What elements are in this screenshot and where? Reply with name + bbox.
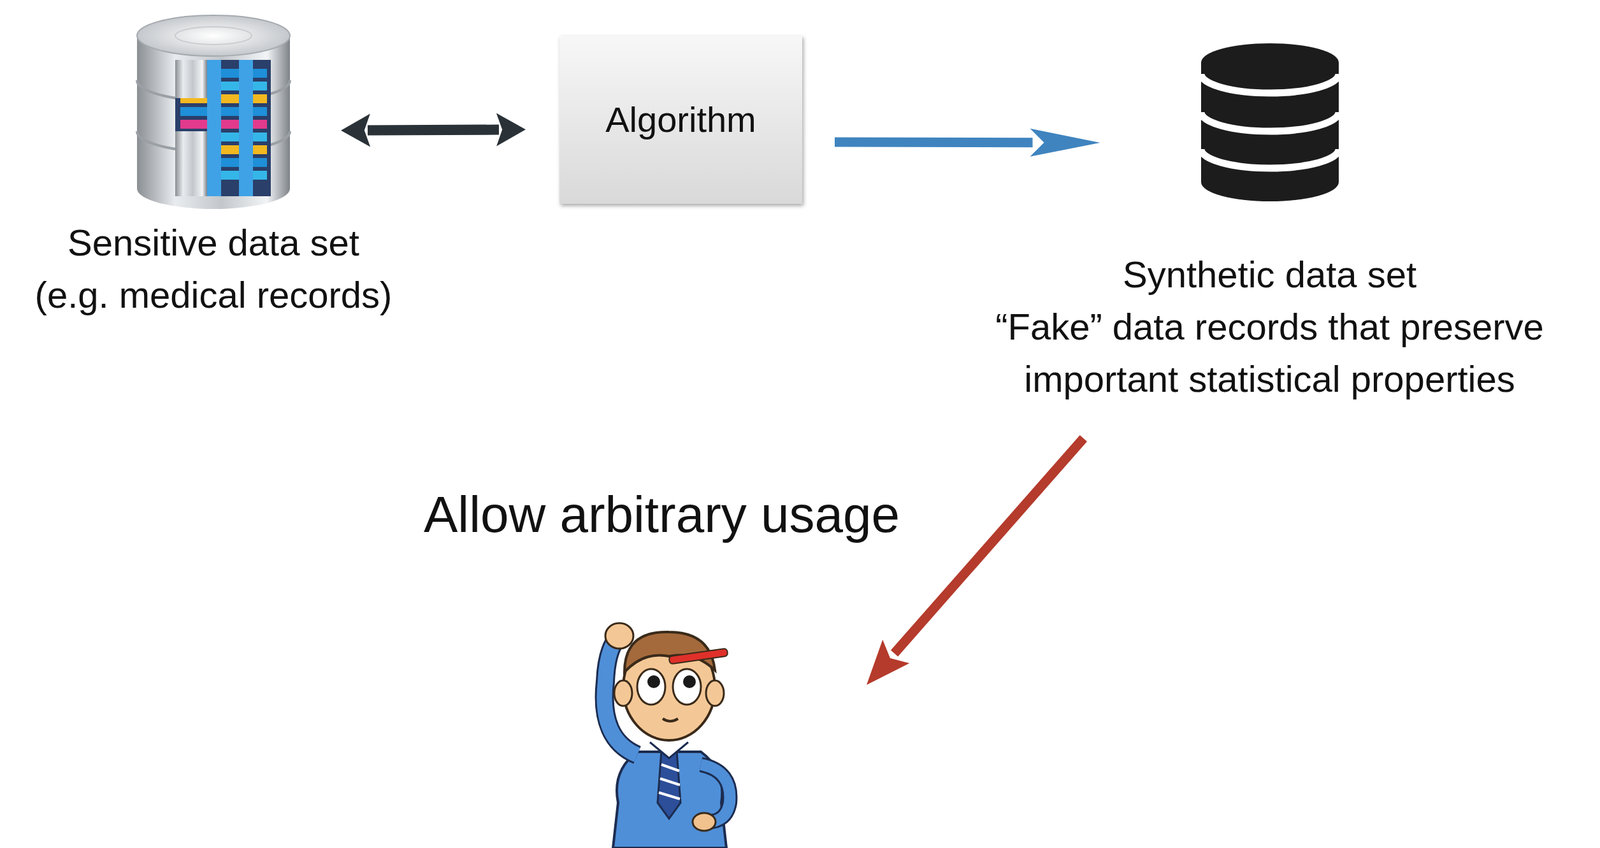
arrow-shaft [834, 137, 1033, 148]
arrow-shaft [894, 438, 1084, 654]
arrow-head [1029, 128, 1100, 157]
database-icon [1199, 40, 1341, 204]
process-box: Algorithm [559, 35, 803, 204]
node-description: “Fake” data records that preserve import… [994, 300, 1546, 406]
node-title: Algorithm [604, 93, 757, 146]
arrow-head [496, 113, 526, 147]
arrow-head [866, 639, 910, 685]
database-node: Sensitive data set (e.g. medical records… [0, 10, 427, 322]
arrow-shaft [367, 129, 499, 131]
arrow-connector [866, 438, 1084, 685]
node-title: Synthetic data set [1122, 248, 1418, 301]
database-node: Synthetic data set“Fake” data records th… [943, 40, 1597, 406]
database-icon [130, 10, 297, 215]
arrow-connector [340, 113, 526, 148]
person-cartoon [573, 611, 765, 848]
node-title: Sensitive data set (e.g. medical records… [34, 216, 394, 322]
usage-label: Allow arbitrary usage [423, 484, 900, 546]
arrow-connector [834, 128, 1101, 157]
arrow-head [340, 114, 371, 148]
person-node [573, 611, 765, 848]
